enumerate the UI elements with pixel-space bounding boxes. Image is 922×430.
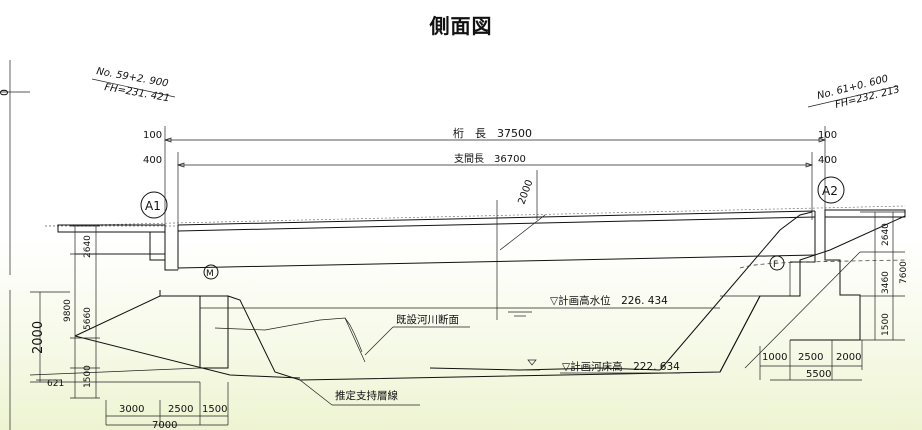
dim-1500-right: 1500 <box>881 313 891 336</box>
dim-2640-left: 2640 <box>83 235 93 258</box>
ground-profile <box>29 211 906 381</box>
right-vertical-dimensions: 2640 3460 7600 1500 <box>860 211 909 341</box>
bearing-f-label: F <box>773 260 778 270</box>
abutment-a1-label: A1 <box>145 199 161 213</box>
drawing-title: 側面図 <box>429 14 493 38</box>
existing-section-callout: 既設河川断面 <box>364 313 470 356</box>
right-bottom-dimensions: 1000 2500 2000 5500 <box>759 340 863 381</box>
dim-1500-left: 1500 <box>83 365 93 388</box>
high-water-level: ▽計画高水位 226. 434 <box>200 294 720 317</box>
dim-100-left: 100 <box>143 130 162 141</box>
dim-400-right: 400 <box>818 155 837 166</box>
left-vertical-dimensions: 2640 9800 5660 1500 621 2000 0 <box>0 60 200 430</box>
dim-7600: 7600 <box>899 261 909 284</box>
girder-depth-dim: 2000 <box>496 170 546 320</box>
dim-2000-big: 2000 <box>31 321 46 354</box>
dim-3460: 3460 <box>881 271 891 294</box>
dim-2000-girder: 2000 <box>516 178 535 206</box>
dim-400-left: 400 <box>143 155 162 166</box>
dim-5660: 5660 <box>83 307 93 330</box>
dim-621: 621 <box>47 379 64 389</box>
dim-partial: 0 <box>0 89 11 96</box>
span-length-label: 支間長 36700 <box>454 153 526 165</box>
hwl-label: ▽計画高水位 226. 434 <box>550 294 668 307</box>
girder <box>44 205 906 269</box>
dim-9800: 9800 <box>63 299 73 322</box>
abutment-a2: A2 <box>817 176 845 204</box>
dim-100-right: 100 <box>818 130 837 141</box>
riverbed-level: ▽計画河床高 222. 634 <box>429 359 680 374</box>
station-left: No. 59+2. 900 FH=231. 421 <box>91 66 176 104</box>
dim-5500: 5500 <box>806 369 831 380</box>
existing-section-label: 既設河川断面 <box>396 313 459 326</box>
dim-1500-bottom: 1500 <box>202 404 227 415</box>
station-right: No. 61+0. 600 FH=232. 213 <box>807 74 901 111</box>
abutment-a1: A1 <box>140 191 168 219</box>
dim-2000-right: 2000 <box>836 352 861 363</box>
riverbed-label: ▽計画河床高 222. 634 <box>562 360 680 373</box>
dim-2640-right: 2640 <box>881 223 891 246</box>
support-layer-callout: 推定支持層線 <box>299 379 420 406</box>
dim-7000: 7000 <box>152 420 177 430</box>
dim-3000: 3000 <box>119 404 144 415</box>
abutment-a2-label: A2 <box>822 184 838 198</box>
support-layer-label: 推定支持層線 <box>335 389 398 402</box>
top-dimensions: 100 400 100 400 桁 長 37500 支間長 36700 <box>143 126 837 270</box>
dim-1000-right: 1000 <box>762 352 787 363</box>
dim-2500-left: 2500 <box>168 404 193 415</box>
girder-length-label: 桁 長 37500 <box>453 126 532 140</box>
left-abutment-structure: M <box>57 224 219 280</box>
dim-2500-right: 2500 <box>798 352 823 363</box>
bearing-m-label: M <box>206 269 214 279</box>
bottom-dimensions: 3000 2500 1500 7000 <box>105 382 229 430</box>
